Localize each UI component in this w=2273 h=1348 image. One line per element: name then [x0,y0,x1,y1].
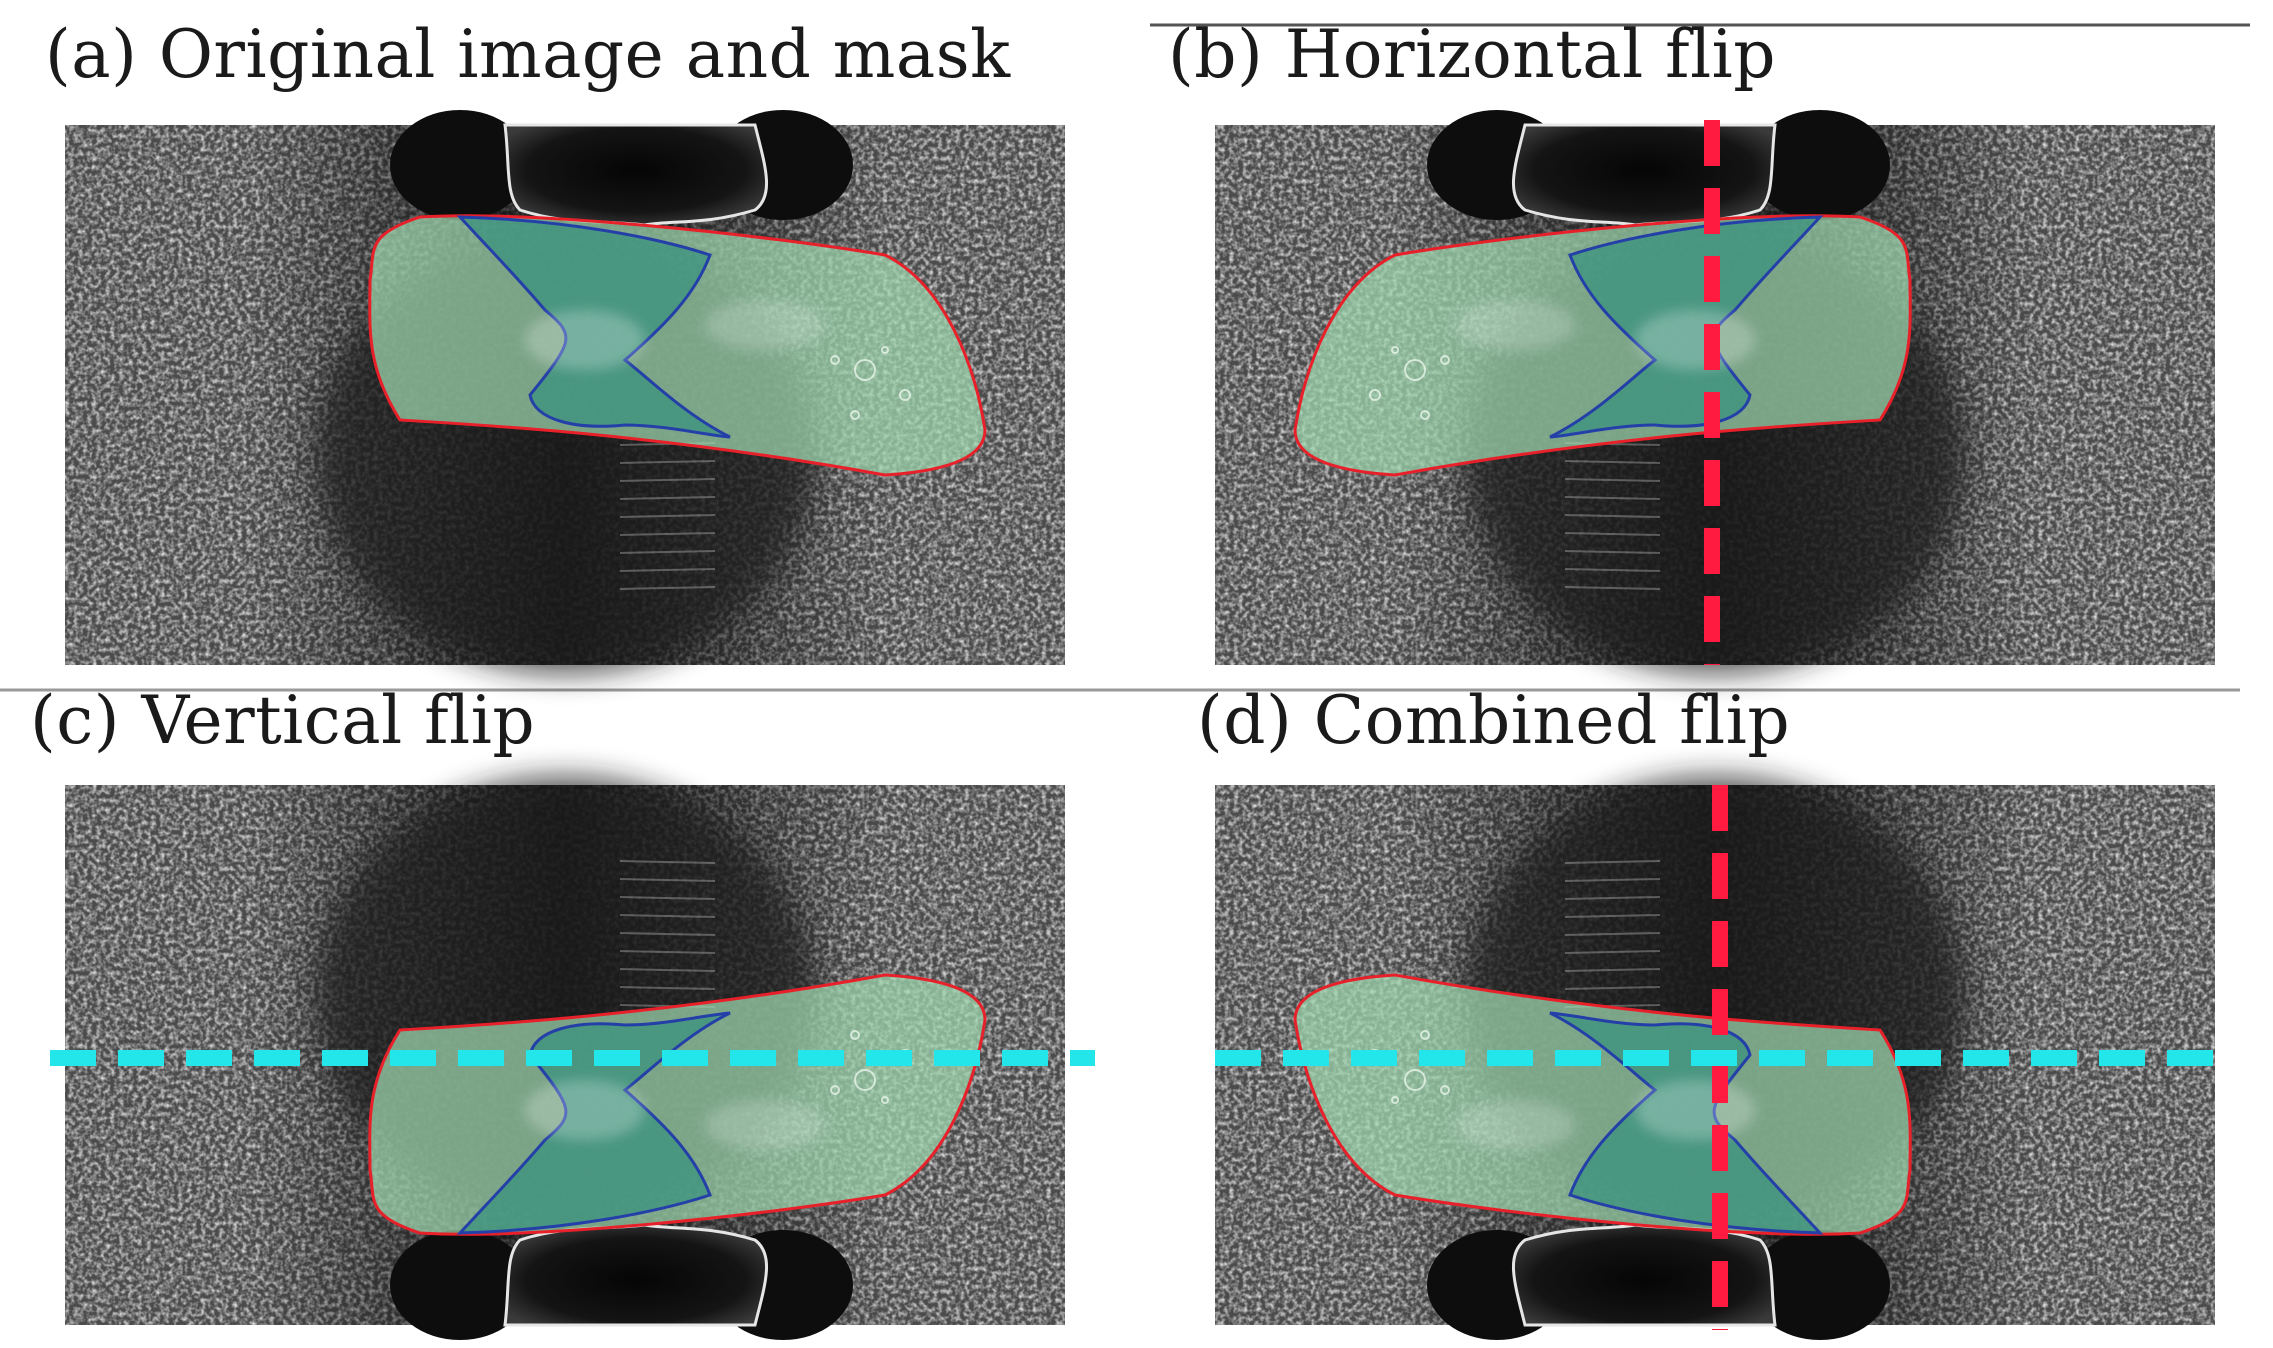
panel-d-title: (d) Combined flip [1197,682,1791,759]
panel-c-title: (c) Vertical flip [30,682,536,759]
panel-a-image [65,110,1065,675]
panel-a-title: (a) Original image and mask [45,16,1011,93]
panel-b-title: (b) Horizontal flip [1168,16,1777,93]
